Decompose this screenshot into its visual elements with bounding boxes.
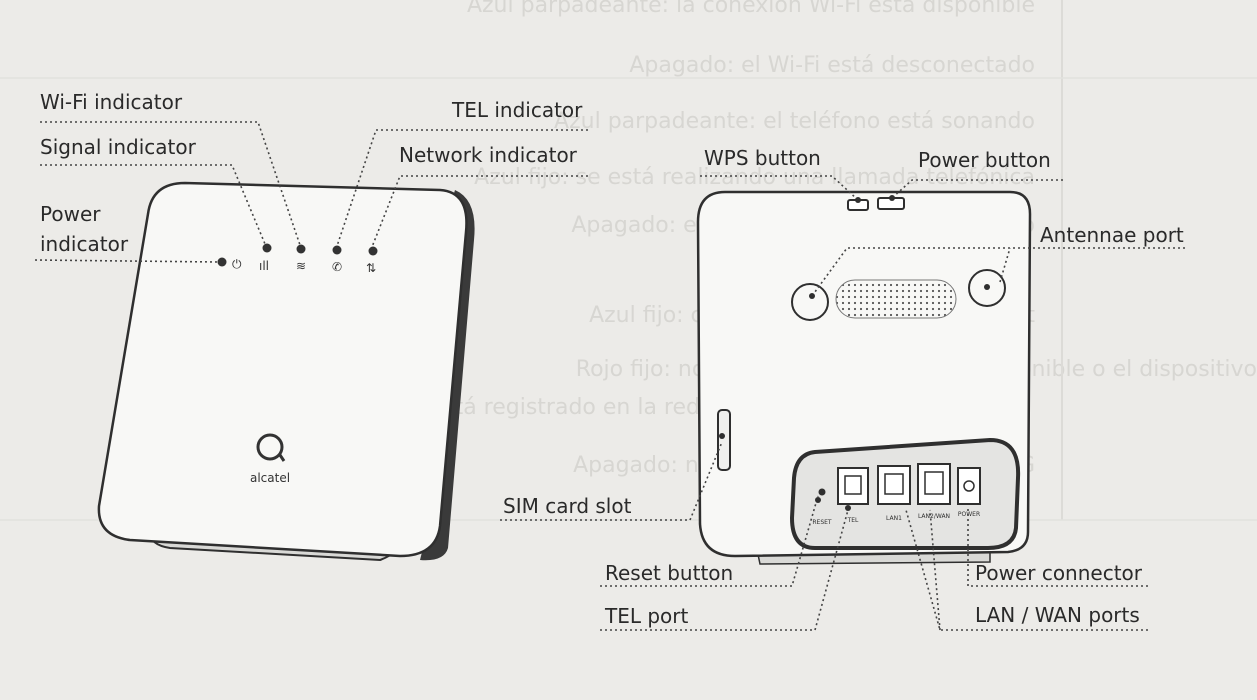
port-label-lan1: LAN1: [886, 515, 902, 522]
callout-power-indicator-line1: Power: [40, 202, 101, 226]
wifi-led: [296, 244, 306, 254]
speaker-grille: [835, 279, 957, 319]
router-back-view: RESET TEL LAN1 LAN2/WAN POWER: [696, 190, 1032, 565]
bg-line-2: Apagado: el Wi-Fi está desconectado: [629, 53, 1035, 78]
callout-tel-indicator: TEL indicator: [452, 98, 583, 122]
port-label-power: POWER: [958, 511, 980, 518]
callout-power-connector: Power connector: [975, 561, 1143, 585]
signal-led: [262, 243, 272, 253]
lan-wan-port: [917, 463, 951, 505]
network-led: [368, 246, 378, 256]
bg-line-3: Azul parpadeante: el teléfono está sonan…: [554, 109, 1035, 134]
port-label-tel: TEL: [847, 517, 859, 524]
callout-antennae-port: Antennae port: [1040, 223, 1184, 247]
callout-dots: [719, 195, 895, 511]
callout-power-button: Power button: [918, 148, 1051, 172]
alcatel-logo: [256, 433, 284, 461]
power-connector: [957, 467, 981, 505]
callout-lan-wan-ports: LAN / WAN ports: [975, 603, 1140, 627]
brand-name: alcatel: [250, 471, 290, 485]
leader-lines: [34, 121, 1185, 631]
callout-power-indicator-line2: indicator: [40, 232, 129, 256]
port-label-reset: RESET: [812, 519, 832, 526]
tel-port: [837, 467, 869, 505]
port-label-lan-wan: LAN2/WAN: [918, 513, 950, 520]
wifi-icon: ≋: [296, 259, 306, 273]
callout-tel-port: TEL port: [605, 604, 689, 628]
front-body: [97, 181, 468, 558]
tel-led: [332, 245, 342, 255]
callout-network-indicator: Network indicator: [399, 143, 577, 167]
callout-wps-button: WPS button: [704, 146, 821, 170]
callout-sim-card-slot: SIM card slot: [503, 494, 632, 518]
callout-wifi-indicator: Wi-Fi indicator: [40, 90, 183, 114]
phone-icon: ✆: [332, 260, 342, 274]
power-led: [217, 257, 227, 267]
alcatel-logo-tail: [278, 454, 286, 462]
signal-bars-icon: ıll: [259, 259, 269, 273]
bg-line-4: Azul fijo: se está realizando una llamad…: [474, 165, 1035, 190]
power-icon: ⏻: [232, 257, 242, 271]
network-icon: ⇅: [366, 261, 376, 275]
router-front-view: ⏻ ıll ≋ ✆ ⇅ alcatel: [97, 181, 475, 562]
reset-button: [818, 488, 826, 496]
bg-line-1: Azul parpadeante: la conexión Wi-Fi está…: [467, 0, 1035, 18]
lan1-port: [877, 465, 911, 505]
sim-card-slot: [717, 409, 731, 471]
callout-reset-button: Reset button: [605, 561, 734, 585]
antenna-port-left: [791, 283, 829, 321]
callout-signal-indicator: Signal indicator: [40, 135, 196, 159]
